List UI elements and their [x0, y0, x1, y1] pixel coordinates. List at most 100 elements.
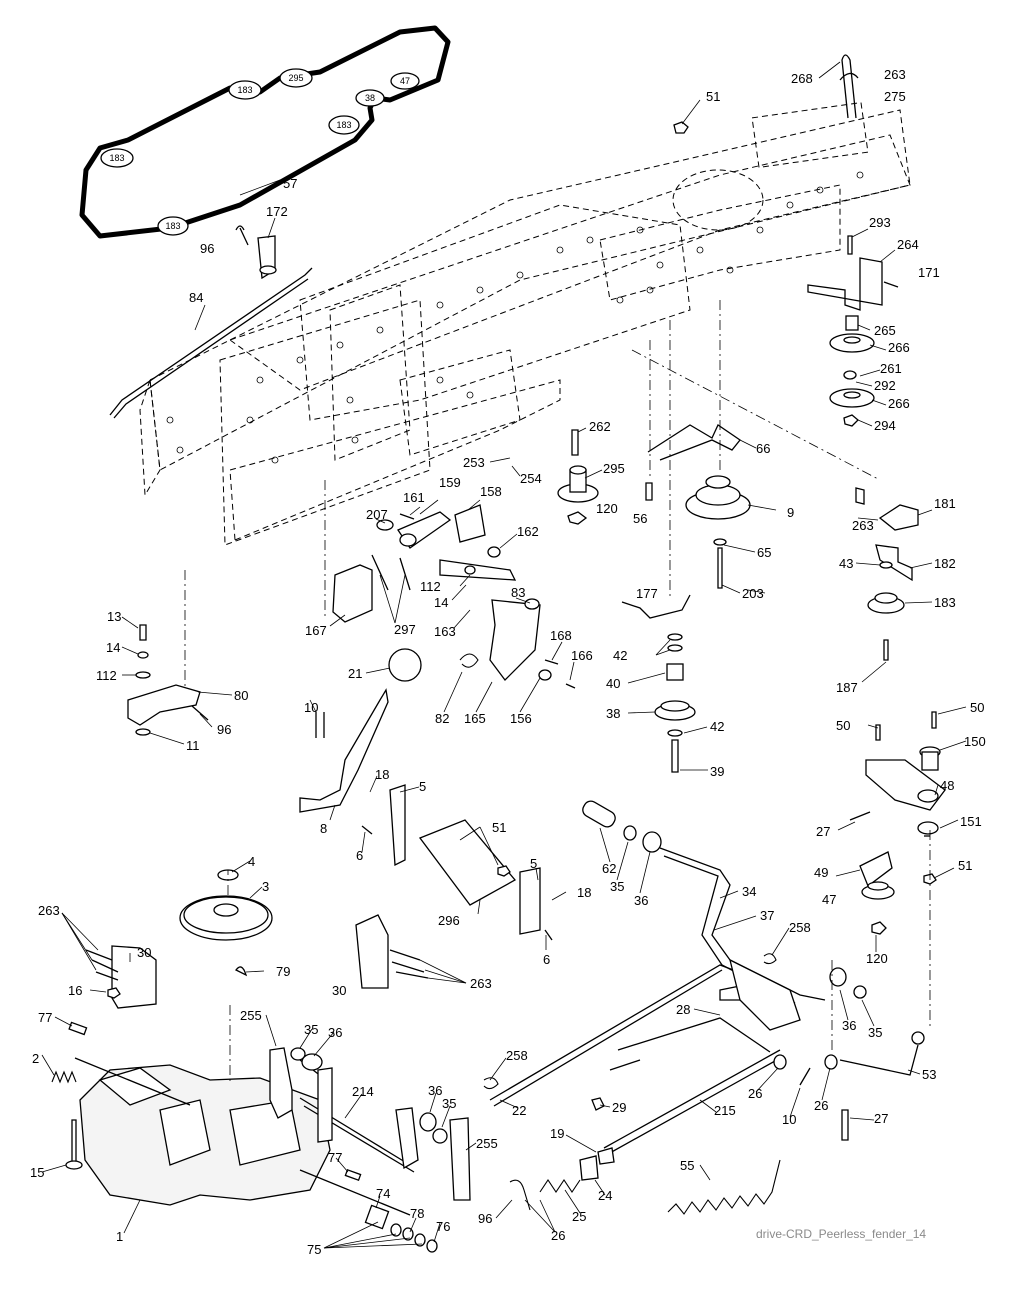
callout: 96: [478, 1211, 492, 1226]
callout: 83: [511, 585, 525, 600]
callout: 156: [510, 711, 532, 726]
callout: 263: [38, 903, 60, 918]
callout: 172: [266, 204, 288, 219]
callout: 78: [410, 1206, 424, 1221]
callout: 2: [32, 1051, 39, 1066]
svg-text:183: 183: [109, 153, 124, 163]
callout: 294: [874, 418, 896, 433]
callout: 5: [419, 779, 426, 794]
figure-caption: drive-CRD_Peerless_fender_14: [756, 1227, 926, 1241]
callout: 38: [606, 706, 620, 721]
drive-belt: 295 183 47 38 183 183 183: [79, 25, 451, 239]
callout: 262: [589, 419, 611, 434]
callout: 207: [366, 507, 388, 522]
callout: 77: [38, 1010, 52, 1025]
callout: 183: [934, 595, 956, 610]
callout: 255: [476, 1136, 498, 1151]
belt-pulley: 295 183 47 38 183 183 183: [100, 68, 420, 236]
callout: 297: [394, 622, 416, 637]
callout: 3: [262, 879, 269, 894]
callout: 187: [836, 680, 858, 695]
chassis-frame: [139, 102, 911, 546]
callout: 295: [603, 461, 625, 476]
callout: 36: [842, 1018, 856, 1033]
callout: 50: [836, 718, 850, 733]
callout: 13: [107, 609, 121, 624]
callout: 28: [676, 1002, 690, 1017]
callout: 151: [960, 814, 982, 829]
svg-text:295: 295: [288, 73, 303, 83]
callout: 168: [550, 628, 572, 643]
callout: 4: [248, 854, 255, 869]
callout: 263: [852, 518, 874, 533]
callout: 49: [814, 865, 828, 880]
callout: 40: [606, 676, 620, 691]
alignment-lines: [184, 300, 931, 1085]
callout: 36: [634, 893, 648, 908]
callout: 214: [352, 1084, 374, 1099]
callout: 8: [320, 821, 327, 836]
callout: 22: [512, 1103, 526, 1118]
callout: 75: [307, 1242, 321, 1257]
callout: 268: [791, 71, 813, 86]
callout: 261: [880, 361, 902, 376]
callout: 62: [602, 861, 616, 876]
callout: 215: [714, 1103, 736, 1118]
callout: 30: [137, 945, 151, 960]
callout: 161: [403, 490, 425, 505]
callout: 275: [884, 89, 906, 104]
callout: 65: [757, 545, 771, 560]
callout: 74: [376, 1186, 390, 1201]
callout: 53: [922, 1067, 936, 1082]
callout: 296: [438, 913, 460, 928]
callout: 181: [934, 496, 956, 511]
callout: 167: [305, 623, 327, 638]
callout: 51: [492, 820, 506, 835]
callout: 36: [328, 1025, 342, 1040]
callout: 36: [428, 1083, 442, 1098]
callout: 6: [356, 848, 363, 863]
callout: 48: [940, 778, 954, 793]
callout: 177: [636, 586, 658, 601]
callout: 265: [874, 323, 896, 338]
callout: 163: [434, 624, 456, 639]
callout: 42: [710, 719, 724, 734]
callout: 29: [612, 1100, 626, 1115]
callout: 293: [869, 215, 891, 230]
callout: 9: [787, 505, 794, 520]
callout: 10: [782, 1112, 796, 1127]
callout: 84: [189, 290, 203, 305]
callout: 51: [706, 89, 720, 104]
parts-art: [51, 54, 946, 1253]
callout: 27: [816, 824, 830, 839]
callout: 76: [436, 1219, 450, 1234]
callout: 120: [596, 501, 618, 516]
svg-text:183: 183: [237, 85, 252, 95]
callout: 96: [200, 241, 214, 256]
callout: 182: [934, 556, 956, 571]
callout: 35: [442, 1096, 456, 1111]
callout: 56: [633, 511, 647, 526]
callout: 80: [234, 688, 248, 703]
callout: 266: [888, 396, 910, 411]
callout: 42: [613, 648, 627, 663]
svg-text:47: 47: [400, 76, 410, 86]
callout: 79: [276, 964, 290, 979]
callout: 150: [964, 734, 986, 749]
callout: 34: [742, 884, 756, 899]
callout: 1: [116, 1229, 123, 1244]
callout: 25: [572, 1209, 586, 1224]
callout: 158: [480, 484, 502, 499]
callout: 162: [517, 524, 539, 539]
callout: 5: [530, 856, 537, 871]
callout: 112: [96, 668, 117, 683]
callout: 159: [439, 475, 461, 490]
callout: 26: [748, 1086, 762, 1101]
callout: 35: [610, 879, 624, 894]
callout: 24: [598, 1188, 612, 1203]
callout: 50: [970, 700, 984, 715]
callout: 19: [550, 1126, 564, 1141]
callout: 30: [332, 983, 346, 998]
callout: 258: [789, 920, 811, 935]
leader-lines: [41, 61, 967, 1249]
